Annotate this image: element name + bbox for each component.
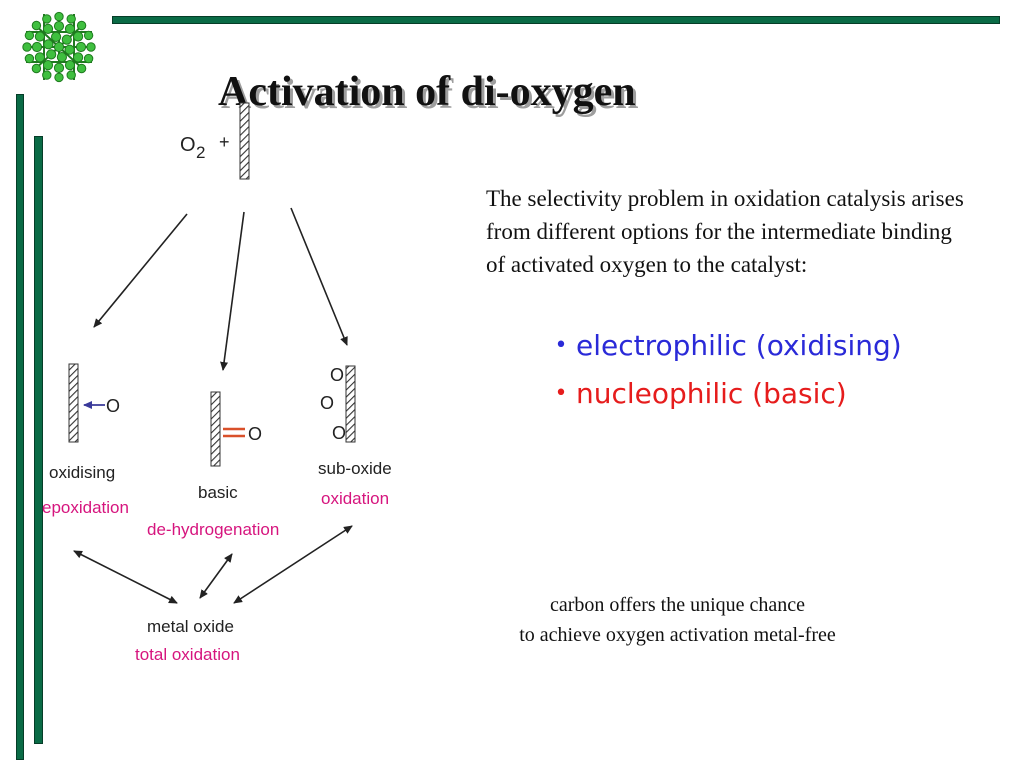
arrow-to-oxidising [93, 213, 188, 328]
slide-title: Activation of di-oxygen [218, 69, 636, 116]
oxidation-label: oxidation [321, 489, 389, 508]
reactant-surface [239, 102, 250, 180]
logo-atom [53, 41, 65, 53]
logo-atom [76, 20, 87, 31]
top-accent-bar [112, 16, 1000, 24]
arrow-epoxidation-metal-oxide [73, 550, 178, 604]
oxidising-label: oxidising [49, 463, 115, 482]
total-oxidation-label: total oxidation [135, 645, 240, 664]
intro-paragraph: The selectivity problem in oxidation cat… [486, 186, 964, 277]
logo-atom [64, 44, 75, 55]
electrophilic-text: electrophilic (oxidising) [576, 329, 902, 362]
arrow-to-suboxide [290, 207, 348, 346]
logo-atom [34, 52, 45, 63]
logo-atom [83, 30, 94, 41]
reactant-o2-subscript: 2 [196, 143, 205, 162]
logo-atom [51, 31, 62, 42]
basic-surface [210, 391, 221, 467]
logo-atom [53, 21, 65, 32]
suboxide-oxygen-atom-1: O [330, 365, 344, 385]
logo-atom [43, 39, 54, 50]
logo-atom [64, 23, 76, 34]
reactant-plus-sign: + [219, 132, 230, 152]
logo-atom [42, 60, 54, 71]
logo-atom [64, 60, 76, 71]
suboxide-oxygen-atom-2: O [320, 393, 334, 413]
logo-atom [46, 49, 57, 60]
oxygen-activation-diagram: O 2 + O oxidising epoxidation O basic de… [42, 102, 392, 664]
logo-atom [42, 14, 52, 24]
metal-oxide-label: metal oxide [147, 617, 234, 636]
arrow-dehydrogenation-metal-oxide [199, 553, 233, 599]
basic-oxygen-atom: O [248, 424, 262, 444]
logo-atom [61, 34, 72, 45]
footnote-line-2: to achieve oxygen activation metal-free [519, 624, 836, 646]
binding-options-list: • electrophilic (oxidising) • nucleophilic… [546, 326, 902, 422]
fullerene-logo-icon [22, 11, 96, 83]
bullet-dot-icon: • [554, 381, 568, 406]
logo-atom [34, 31, 45, 42]
logo-atom [42, 70, 52, 80]
basic-label: basic [198, 483, 238, 502]
logo-atom [56, 52, 68, 63]
logo-atom [54, 11, 64, 22]
logo-atom [42, 23, 54, 34]
logo-atom [31, 41, 43, 53]
arrow-to-basic [220, 211, 245, 371]
suboxide-label: sub-oxide [318, 459, 392, 478]
logo-atom [83, 53, 94, 64]
nucleophilic-text: nucleophilic (basic) [576, 377, 847, 410]
reactant-o2-letter: O [180, 134, 196, 156]
oxidising-oxygen-atom: O [106, 396, 120, 416]
oxidising-surface [68, 363, 79, 443]
arrow-oxidation-metal-oxide [233, 525, 353, 604]
logo-atom [66, 14, 76, 24]
left-outer-bar [16, 94, 24, 760]
logo-atom [24, 53, 35, 64]
list-item-electrophilic: • electrophilic (oxidising) [546, 326, 902, 374]
suboxide-surface [345, 365, 356, 443]
logo-atom [31, 20, 42, 31]
footnote: carbon offers the unique chance to achie… [440, 590, 915, 650]
logo-atom [86, 42, 96, 52]
logo-atom [31, 63, 42, 74]
logo-atom [73, 52, 84, 63]
logo-atom [53, 62, 65, 74]
footnote-line-1: carbon offers the unique chance [549, 594, 806, 616]
logo-atom [24, 30, 35, 41]
suboxide-oxygen-atom-3: O [332, 423, 346, 443]
left-inner-bar [34, 136, 43, 744]
logo-atom [76, 63, 87, 74]
logo-atom [73, 31, 84, 42]
logo-atom [66, 70, 76, 80]
list-item-nucleophilic: • nucleophilic (basic) [546, 374, 902, 422]
bullet-dot-icon: • [554, 333, 568, 358]
logo-atom [54, 72, 64, 83]
epoxidation-label: epoxidation [42, 498, 129, 517]
logo-atom [22, 42, 32, 52]
dehydrogenation-label: de-hydrogenation [147, 520, 279, 539]
logo-atom [75, 41, 87, 53]
